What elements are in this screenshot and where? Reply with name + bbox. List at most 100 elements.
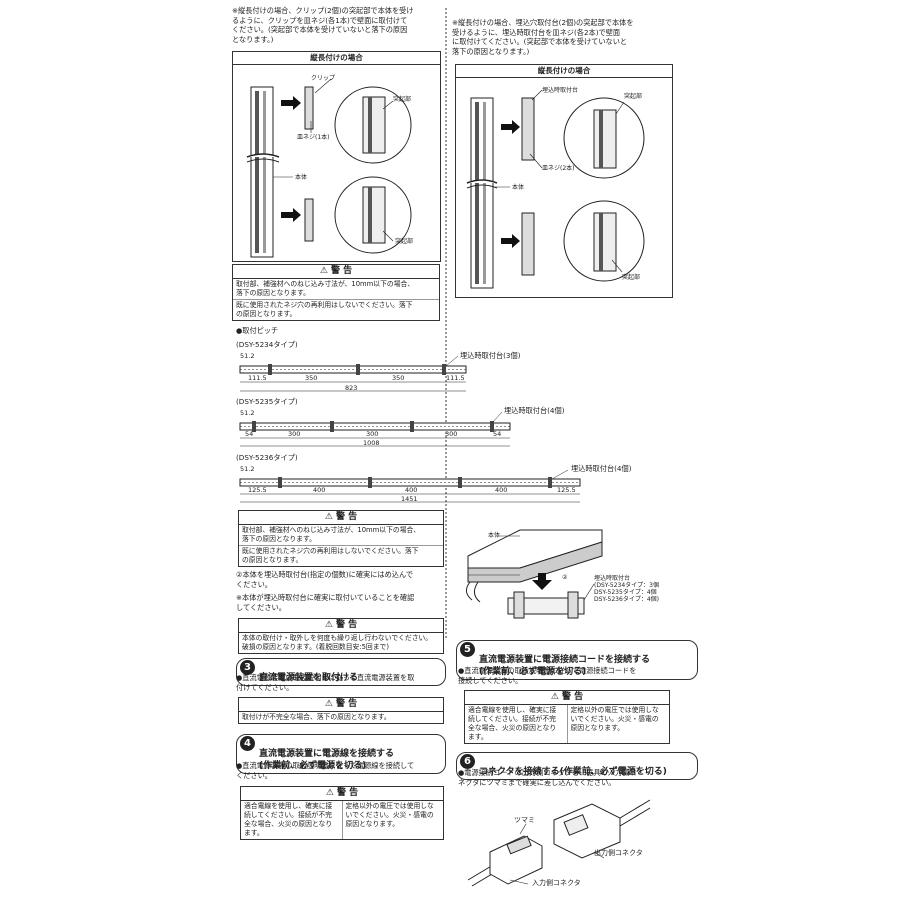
warning-title: 警 告	[562, 692, 584, 702]
warning-row: 取付部、補強材へのねじ込み寸法が、10mm以下の場合、 落下の原因となります。	[239, 525, 443, 546]
box-title: 縦長付けの場合	[456, 65, 672, 78]
warning-title: 警 告	[337, 788, 359, 798]
step2-note2: ※本体が埋込時取付台に確実に取付いていることを確認 してください。	[236, 593, 415, 612]
protrusion-label-top: 突起部	[624, 93, 643, 100]
protrusion-label-bottom: 突起部	[395, 238, 414, 245]
segment-dim: 350	[392, 374, 405, 382]
vertical-mount-base-box: 縦長付けの場合 埋込時取付台 突起部 皿ネジ(2本) 本体 突起部	[455, 64, 673, 298]
step-title: コネクタを接続する(作業前、必ず電源を切る)	[479, 767, 667, 777]
right-top-note: ※縦長付けの場合、埋込穴取付台(2個)の突起部で本体を 受けるように、埋込時取付…	[452, 18, 634, 56]
fig-body-label: 本体	[488, 532, 501, 539]
warning-icon: ⚠	[325, 788, 338, 798]
warning-box-step4: ⚠ 警 告 適合電線を使用し、確実に接 続してください。接続が不完 全な場合、火…	[240, 786, 444, 840]
step-number: 6	[460, 754, 475, 769]
warning-title: 警 告	[336, 620, 358, 630]
box-title: 縦長付けの場合	[233, 52, 440, 65]
warning-title: 警 告	[336, 512, 358, 522]
step-number: 3	[240, 660, 255, 675]
warning-box-2: ⚠ 警 告 取付部、補強材へのねじ込み寸法が、10mm以下の場合、 落下の原因と…	[238, 510, 444, 567]
step-title: 直流電源装置に電源接続コードを接続する (作業前、必ず電源を切る)	[479, 655, 651, 677]
warning-icon: ⚠	[324, 699, 337, 709]
step4-desc: ●直流電源装置の取扱説明書に従って電源線を接続して ください。	[236, 761, 415, 780]
mount-base-label: 埋込時取付台	[542, 87, 579, 94]
segment-dim: 54	[245, 430, 254, 438]
segment-dim: 54	[493, 430, 502, 438]
protrusion-label-bottom: 突起部	[622, 274, 641, 281]
step5-desc: ●直流電源装置の取扱説明書に従って電源接続コードを 接続してください。	[458, 666, 637, 685]
segment-dim: 125.5	[248, 486, 267, 494]
segment-dim: 300	[288, 430, 301, 438]
warning-row: 既に使用されたネジ穴の再利用はしないでください。落下 の原因となります。	[242, 547, 419, 564]
total-dim: 1008	[363, 439, 380, 447]
warning-box-step3: ⚠ 警 告 取付けが不完全な場合、落下の原因となります。	[238, 697, 444, 724]
warning-icon: ⚠	[324, 512, 337, 522]
segment-dim: 400	[495, 486, 508, 494]
type-name: (DSY-5236タイプ)	[236, 453, 298, 462]
screw1-label: 皿ネジ(1本)	[297, 134, 330, 141]
warning-right: 定格以外の電圧では使用しな いでください。火災・感電の 原因となります。	[345, 802, 434, 828]
step4-heading: 4 直流電源装置に電源線を接続する (作業前、必ず電源を切る)	[236, 734, 446, 774]
top-dim: 51.2	[240, 409, 255, 417]
input-connector-label: 入力側コネクタ	[532, 879, 581, 887]
output-connector-label: 出力側コネクタ	[594, 849, 643, 857]
segment-dim: 400	[313, 486, 326, 494]
warning-box-3: ⚠ 警 告 本体の取付け・取外しを何度も繰り返し行わないでください。 破損の原因…	[238, 618, 444, 654]
step-title: 直流電源装置に電源線を接続する (作業前、必ず電源を切る)	[259, 749, 395, 771]
warning-row: 取付部、補強材へのねじ込み寸法が、10mm以下の場合、 落下の原因となります。	[233, 279, 439, 300]
clip-label: クリップ	[311, 75, 336, 82]
segment-dim: 350	[305, 374, 318, 382]
warning-title: 警 告	[331, 266, 353, 276]
warning-box-step5: ⚠ 警 告 適合電線を使用し、確実に接 続してください。接続が不完 全な場合、火…	[464, 690, 670, 744]
segment-dim: 300	[366, 430, 379, 438]
knob-label: ツマミ	[514, 816, 535, 824]
top-dim: 51.2	[240, 465, 255, 473]
step6-desc: ●電源接続コードの出力側コネクタを、器具の入力側コ ネクタにツマミまで確実に差し…	[458, 768, 637, 787]
warning-box-1: ⚠ 警 告 取付部、補強材へのねじ込み寸法が、10mm以下の場合、 落下の原因と…	[232, 264, 440, 321]
total-dim: 1451	[401, 495, 418, 503]
left-top-note: ※縦長付けの場合、クリップ(2個)の突起部で本体を受け るように、クリップを皿ネ…	[232, 6, 414, 44]
top-dim: 51.2	[240, 352, 255, 360]
segment-dim: 111.5	[446, 374, 465, 382]
segment-dim: 300	[445, 430, 458, 438]
type-name: (DSY-5234タイプ)	[236, 340, 298, 349]
fig-mount-label: 埋込時取付台 (DSY-5234タイプ：3個 DSY-5235タイプ：4個 DS…	[594, 575, 659, 603]
type-name: (DSY-5235タイプ)	[236, 397, 298, 406]
segment-dim: 400	[405, 486, 418, 494]
segment-dim: 111.5	[248, 374, 267, 382]
step2-note: ②本体を埋込時取付台(指定の個数)に確実にはめ込んで ください。	[236, 570, 414, 589]
warning-title: 警 告	[336, 699, 358, 709]
warning-icon: ⚠	[319, 266, 332, 276]
step3-desc: ●直流電源装置の取扱説明書に従って直流電源装置を取 付けてください。	[236, 673, 415, 692]
warning-row: 取付けが不完全な場合、落下の原因となります。	[242, 713, 391, 721]
warning-icon: ⚠	[324, 620, 337, 630]
clip-mount-illustration	[246, 78, 412, 258]
warning-left: 適合電線を使用し、確実に接 続してください。接続が不完 全な場合、火災の原因とな…	[241, 801, 343, 839]
pitch-title: ●取付ピッチ	[236, 326, 279, 335]
segment-dim: 125.5	[557, 486, 576, 494]
vertical-mount-clip-box: 縦長付けの場合 クリップ 皿ネジ(1本) 突起部 本体 突起部	[232, 51, 441, 262]
warning-right: 定格以外の電圧では使用しな いでください。火災・感電の 原因となります。	[570, 706, 659, 732]
step5-heading: 5 直流電源装置に電源接続コードを接続する (作業前、必ず電源を切る)	[456, 640, 698, 680]
base-mount-illustration	[466, 89, 645, 289]
type-callout: 埋込時取付台(3個)	[460, 351, 521, 360]
step3-heading: 3 直流電源装置を取付ける	[236, 658, 446, 686]
step-number: 4	[240, 736, 255, 751]
step6-heading: 6 コネクタを接続する(作業前、必ず電源を切る)	[456, 752, 698, 780]
step-title: 直流電源装置を取付ける	[259, 673, 359, 683]
step-number: 5	[460, 642, 475, 657]
total-dim: 823	[345, 384, 358, 392]
body-label: 本体	[512, 184, 525, 191]
warning-left: 適合電線を使用し、確実に接 続してください。接続が不完 全な場合、火災の原因とな…	[465, 705, 568, 743]
warning-row: 本体の取付け・取外しを何度も繰り返し行わないでください。 破損の原因となります。…	[242, 634, 433, 651]
type-callout: 埋込時取付台(4個)	[571, 464, 632, 473]
type-callout: 埋込時取付台(4個)	[504, 406, 565, 415]
protrusion-label-top: 突起部	[393, 96, 412, 103]
body-label: 本体	[295, 174, 308, 181]
fig-step-circle: ②	[562, 574, 568, 581]
